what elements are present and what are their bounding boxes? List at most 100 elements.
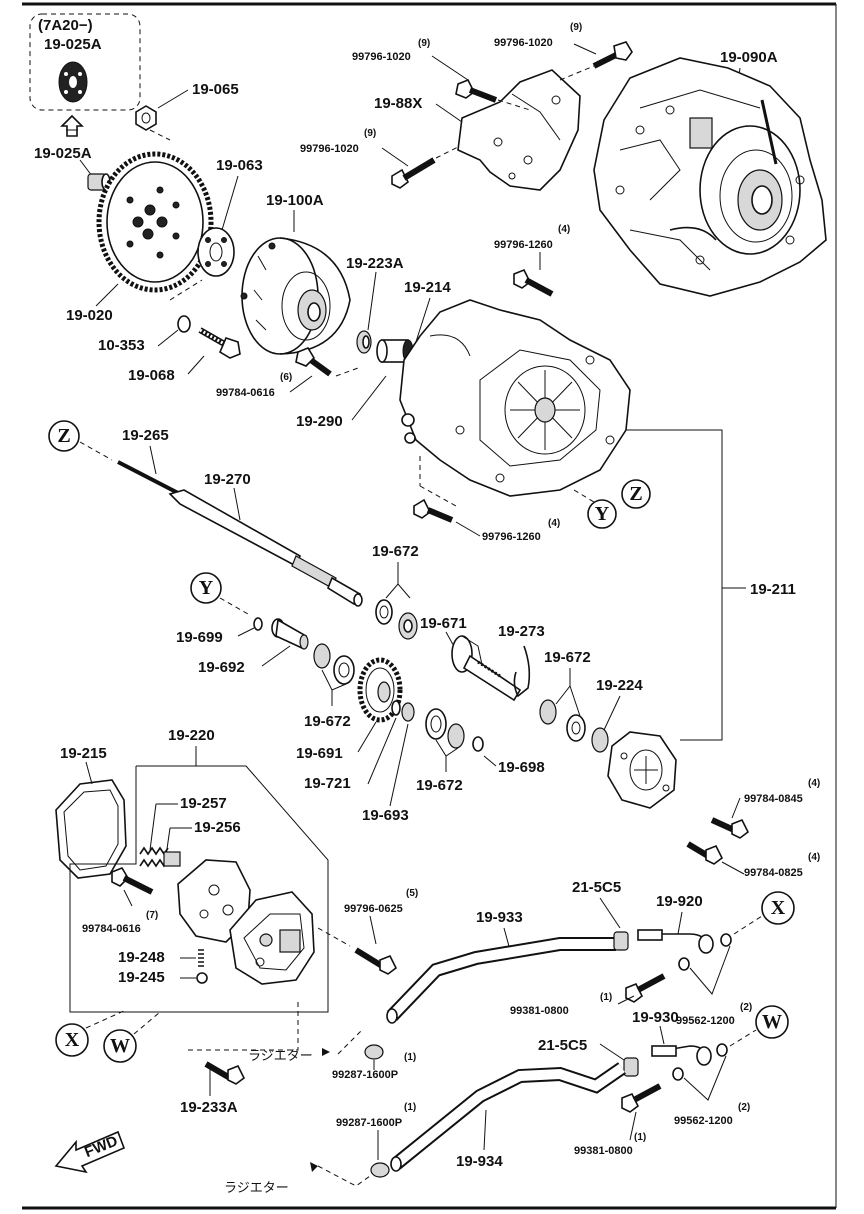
bearing-19-672-c (425, 708, 465, 749)
label-10-353: 10-353 (98, 337, 145, 354)
bolt-99796-1260-a (513, 268, 554, 297)
label-19-257: 19-257 (180, 795, 227, 812)
fitting-19-930 (651, 1045, 712, 1066)
pump-body-2 (229, 891, 315, 985)
num-99796-1260-a: 99796-1260 (494, 239, 553, 251)
inset-note: (7A20−) (38, 17, 93, 34)
num-99784-0616-b: 99784-0616 (82, 923, 141, 935)
bolt-99381-0800-a (625, 973, 666, 1003)
qty-99784-0616-a: (6) (280, 372, 292, 383)
label-19-256: 19-256 (194, 819, 241, 836)
label-19-248: 19-248 (118, 949, 165, 966)
spring-19-257 (139, 846, 169, 868)
clamp-21-5C5-b (623, 1057, 639, 1077)
num-99796-1020-b: 99796-1020 (494, 37, 553, 49)
ref-w-left: W (103, 1029, 137, 1063)
num-99562-1200-b: 99562-1200 (674, 1115, 733, 1127)
ref-x-right: X (761, 891, 795, 925)
label-19-245: 19-245 (118, 969, 165, 986)
clip-19-273 (513, 645, 531, 698)
label-19-233A: 19-233A (180, 1099, 238, 1116)
label-21-5C5-b: 21-5C5 (538, 1037, 587, 1054)
torque-converter-19-100A (240, 237, 351, 355)
svg-text:W: W (110, 1035, 130, 1057)
svg-text:Z: Z (57, 425, 70, 447)
label-19-692: 19-692 (198, 659, 245, 676)
num-99784-0616-a: 99784-0616 (216, 387, 275, 399)
shaft-19-692 (271, 618, 309, 650)
label-19-672-c: 19-672 (416, 777, 463, 794)
ring-gear-19-020 (96, 151, 214, 293)
label-19-721: 19-721 (304, 775, 351, 792)
nut-19-065 (135, 105, 157, 131)
label-19-025A: 19-025A (34, 145, 92, 162)
label-19-270: 19-270 (204, 471, 251, 488)
radiator-label-a: ラジエター (248, 1049, 313, 1064)
qty-99784-0825: (4) (808, 852, 820, 863)
num-99381-0800-a: 99381-0800 (510, 1005, 569, 1017)
flexplate-adapter-small (58, 61, 88, 103)
fwd-arrow-icon: FWD (54, 1130, 126, 1174)
label-19-223A: 19-223A (346, 255, 404, 272)
washer-99562-1200-b1 (672, 1067, 684, 1081)
rod-19-265 (117, 460, 181, 496)
radiator-label-b: ラジエター (224, 1181, 289, 1196)
ref-z-shaft: Z (48, 420, 80, 452)
bearing-19-672-d (539, 699, 586, 742)
label-19-290: 19-290 (296, 413, 343, 430)
spring-19-248 (198, 949, 204, 967)
bolt-99796-0625 (354, 947, 398, 975)
bushing-19-214 (376, 339, 414, 363)
label-19-672-d: 19-672 (544, 649, 591, 666)
gasket-19-215 (55, 779, 127, 879)
qty-99796-1020-a: (9) (418, 38, 430, 49)
label-19-063: 19-063 (216, 157, 263, 174)
pipe-19-933 (386, 937, 616, 1024)
svg-text:Y: Y (595, 503, 610, 525)
label-19-698: 19-698 (498, 759, 545, 776)
qty-99784-0616-b: (7) (146, 910, 158, 921)
end-cover (607, 731, 677, 809)
clamp-99287-1600P-b (370, 1162, 390, 1178)
seal-19-223A (356, 330, 372, 354)
num-99287-1600P-b: 99287-1600P (336, 1117, 402, 1129)
label-19-214: 19-214 (404, 279, 451, 296)
inset-box (29, 13, 141, 111)
plunger-19-256 (163, 851, 181, 867)
ref-w-right: W (755, 1005, 789, 1039)
bolt-99796-1020-c (391, 157, 436, 189)
label-19-090A: 19-090A (720, 49, 778, 66)
qty-99796-1020-c: (9) (364, 128, 376, 139)
bolt-99796-1260-b (413, 498, 454, 523)
label-19-672-a: 19-672 (372, 543, 419, 560)
transaxle-case-19-211 (399, 299, 631, 497)
qty-99287-1600P-b: (1) (404, 1102, 416, 1113)
ref-y-case: Y (587, 499, 617, 529)
qty-99562-1200-b: (2) (738, 1102, 750, 1113)
label-19-025A-top: 19-025A (44, 36, 102, 53)
label-19-265: 19-265 (122, 427, 169, 444)
svg-text:Y: Y (199, 577, 214, 599)
group-box-19-220 (69, 765, 329, 1013)
qty-99796-0625: (5) (406, 888, 418, 899)
num-99796-0625: 99796-0625 (344, 903, 403, 915)
washer-99562-1200-a2 (720, 933, 732, 947)
svg-text:Z: Z (629, 483, 642, 505)
fitting-19-920 (637, 929, 714, 954)
bearing-19-672-b (313, 643, 355, 685)
qty-99796-1260-b: (4) (548, 518, 560, 529)
num-99796-1020-c: 99796-1020 (300, 143, 359, 155)
label-19-88X: 19-88X (374, 95, 422, 112)
label-19-672-b: 19-672 (304, 713, 351, 730)
label-19-920: 19-920 (656, 893, 703, 910)
label-19-691: 19-691 (296, 745, 343, 762)
washer-99562-1200-b2 (716, 1043, 728, 1057)
ref-x-left: X (55, 1023, 89, 1057)
svg-text:X: X (771, 897, 786, 919)
ring-19-698 (472, 736, 484, 752)
bolt-99381-0800-b (621, 1083, 662, 1113)
bolt-99796-1020-b (592, 41, 633, 69)
bolt-99784-0616-b (111, 867, 154, 895)
ref-y-shaft: Y (190, 572, 222, 604)
ball-19-245 (196, 972, 208, 984)
